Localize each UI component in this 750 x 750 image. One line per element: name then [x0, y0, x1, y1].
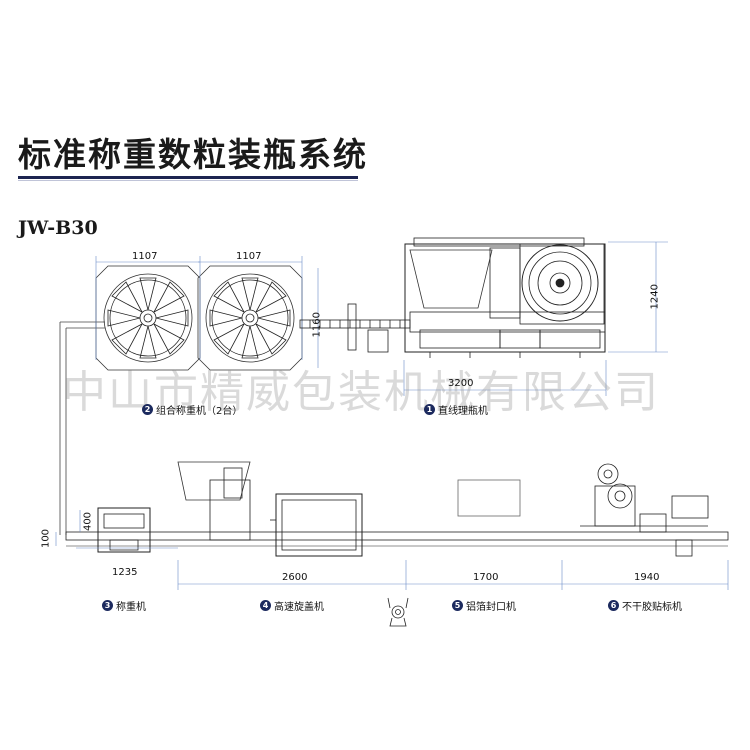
- capping-machine: [177, 461, 363, 557]
- bottom-dimension-lines: [55, 510, 729, 590]
- number-badge: 5: [452, 600, 463, 611]
- number-badge: 3: [102, 600, 113, 611]
- dim-capper-length: 2600: [282, 572, 308, 583]
- label-checkweigher: 3 称重机: [102, 598, 146, 613]
- bottom-conveyor: [65, 531, 729, 547]
- machine-label: 不干胶贴标机: [622, 602, 682, 613]
- machine-label: 铝箔封口机: [466, 602, 516, 613]
- machine-label: 组合称重机（2台）: [156, 406, 243, 417]
- label-labeler: 6 不干胶贴标机: [608, 598, 682, 613]
- label-capper: 4 高速旋盖机: [260, 598, 324, 613]
- combination-weigher-1: [95, 265, 201, 371]
- title-underline-light: [18, 180, 358, 181]
- watermark-text: 中山市精威包装机械有限公司: [62, 367, 660, 418]
- dim-checkweigher-depth: 400: [82, 511, 94, 532]
- label-sealer: 5 铝箔封口机: [452, 598, 516, 613]
- labeling-machine: [580, 463, 709, 557]
- return-conveyor: [59, 321, 105, 535]
- sealing-machine: [457, 479, 521, 517]
- checkweigher: [97, 507, 151, 553]
- dim-checkweigher-length: 1235: [112, 567, 138, 578]
- machine-label: 高速旋盖机: [274, 602, 324, 613]
- combination-weigher-2: [197, 265, 303, 371]
- dim-sealer-length: 1700: [473, 572, 499, 583]
- number-badge: 4: [260, 600, 271, 611]
- machine-label: 直线理瓶机: [438, 406, 488, 417]
- page-title: 标准称重数粒装瓶系统: [18, 135, 368, 174]
- weigher-dimension-lines: [95, 256, 319, 368]
- dim-weigher-height: 1160: [311, 312, 323, 338]
- operator-figure: [387, 597, 409, 627]
- unscrambler-dimension-lines: [403, 241, 668, 396]
- label-combination-weigher: 2 组合称重机（2台）: [142, 402, 242, 417]
- dim-line-height: 100: [40, 528, 52, 549]
- bottle-unscrambler: [404, 237, 606, 358]
- label-unscrambler: 1 直线理瓶机: [424, 402, 488, 417]
- dim-weigher2-width: 1107: [236, 251, 262, 262]
- dim-labeler-length: 1940: [634, 572, 660, 583]
- dim-unscrambler-length: 3200: [448, 378, 474, 389]
- title-underline: [18, 176, 358, 179]
- dim-weigher1-width: 1107: [132, 251, 158, 262]
- number-badge: 1: [424, 404, 435, 415]
- machine-label: 称重机: [116, 602, 146, 613]
- number-badge: 2: [142, 404, 153, 415]
- model-number: JW-B30: [18, 217, 98, 239]
- number-badge: 6: [608, 600, 619, 611]
- dim-unscrambler-height: 1240: [649, 284, 661, 310]
